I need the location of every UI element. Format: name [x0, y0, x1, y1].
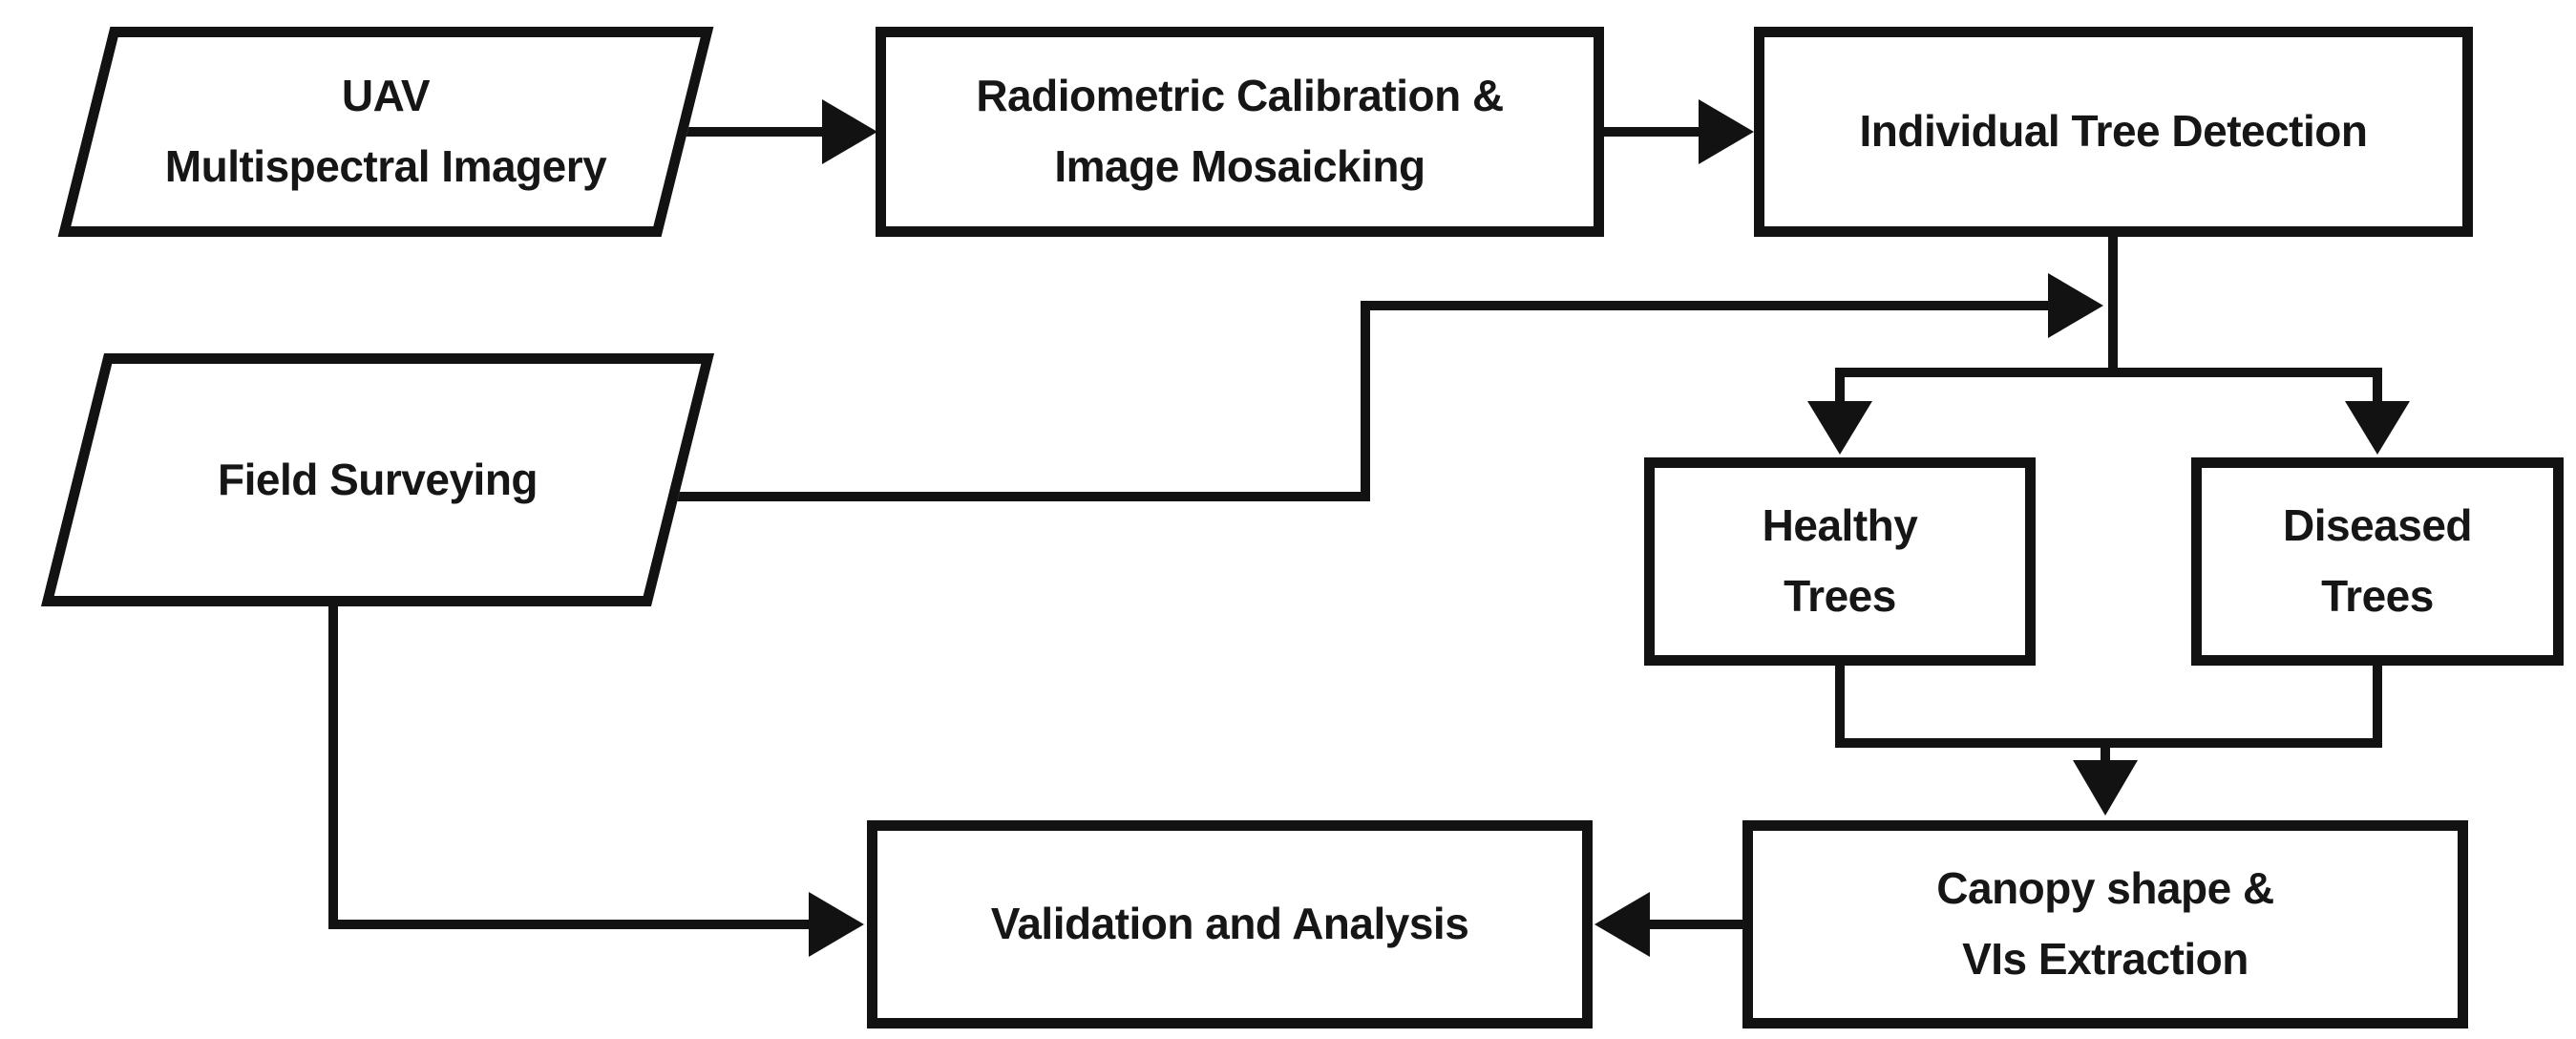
node-label-radiometric-line2: Image Mosaicking [1054, 141, 1425, 191]
edge-field-to-validation [328, 587, 813, 929]
arrowhead-field-to-junction [2048, 273, 2103, 338]
node-individual-tree-detection: Individual Tree Detection [1754, 27, 2473, 237]
node-label-itd-line1: Individual Tree Detection [1859, 106, 2368, 157]
node-label-healthy: Healthy Trees [1763, 491, 1918, 631]
node-label-uav: UAV Multispectral Imagery [164, 61, 607, 201]
node-label-diseased-line2: Trees [2321, 571, 2434, 621]
arrowhead-field-to-validation [809, 892, 864, 957]
arrowhead-canopy-to-validation [1594, 892, 1650, 957]
node-label-healthy-line2: Trees [1784, 571, 1896, 621]
node-label-uav-line1: UAV [341, 71, 431, 121]
node-label-radiometric-line1: Radiometric Calibration & [976, 71, 1504, 121]
arrowhead-radiometric-to-itd [1699, 99, 1754, 164]
node-label-itd: Individual Tree Detection [1860, 96, 2368, 167]
node-label-validation-line1: Validation and Analysis [990, 899, 1469, 949]
node-label-canopy-line1: Canopy shape & [1936, 863, 2274, 914]
node-label-uav-line2: Multispectral Imagery [164, 141, 607, 191]
node-radiometric-calibration: Radiometric Calibration & Image Mosaicki… [876, 27, 1604, 237]
arrowhead-merge-to-canopy [2073, 760, 2138, 816]
node-field-surveying: Field Surveying [40, 353, 715, 606]
node-label-diseased-line1: Diseased [2282, 500, 2473, 551]
node-label-canopy: Canopy shape & VIs Extraction [1936, 854, 2274, 994]
arrowhead-split-to-diseased [2345, 401, 2410, 455]
arrowhead-split-to-healthy [1807, 401, 1872, 455]
edge-field-to-junction [664, 301, 2053, 501]
node-label-radiometric: Radiometric Calibration & Image Mosaicki… [976, 61, 1504, 201]
node-label-diseased: Diseased Trees [2282, 491, 2473, 631]
node-canopy-shape-vis-extraction: Canopy shape & VIs Extraction [1742, 820, 2468, 1028]
node-label-field-line1: Field Surveying [217, 454, 538, 504]
arrowhead-uav-to-radiometric [822, 99, 877, 164]
node-uav-multispectral-imagery: UAV Multispectral Imagery [57, 27, 714, 237]
node-diseased-trees: Diseased Trees [2191, 457, 2564, 666]
node-healthy-trees: Healthy Trees [1644, 457, 2036, 666]
node-label-healthy-line1: Healthy [1762, 500, 1918, 551]
node-label-canopy-line2: VIs Extraction [1962, 934, 2249, 984]
node-label-validation: Validation and Analysis [991, 889, 1469, 960]
node-label-field: Field Surveying [218, 445, 538, 516]
node-validation-and-analysis: Validation and Analysis [867, 820, 1593, 1028]
